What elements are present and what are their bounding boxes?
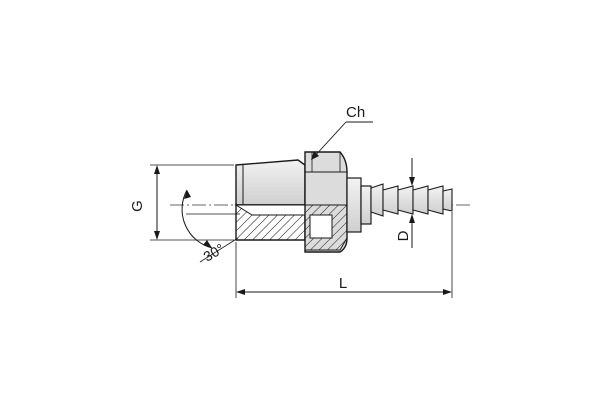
hex-nut xyxy=(304,151,348,253)
angle-dimension: 30° xyxy=(181,189,240,265)
dimension-l: L xyxy=(235,212,453,298)
dimension-g: G xyxy=(129,164,234,241)
dimension-d: D xyxy=(395,158,415,248)
threaded-end xyxy=(234,159,306,241)
thread-label: G xyxy=(129,200,146,212)
chamfer-label: Ch xyxy=(346,104,365,121)
chamfer-leader: Ch xyxy=(311,104,373,160)
diameter-label: D xyxy=(395,230,412,241)
length-label: L xyxy=(339,275,347,292)
collar xyxy=(346,177,372,233)
hose-barb xyxy=(370,183,453,217)
